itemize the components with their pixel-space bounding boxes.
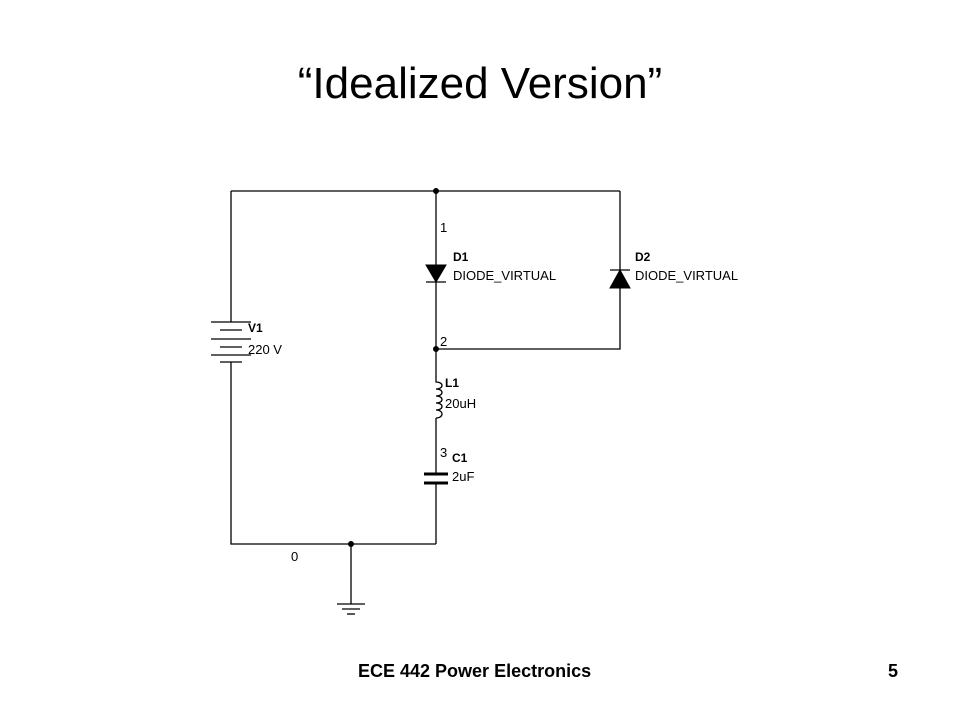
d1-value-label: DIODE_VIRTUAL bbox=[453, 268, 556, 283]
capacitor-c1-symbol bbox=[424, 472, 448, 485]
c1-ref-label: C1 bbox=[452, 451, 468, 465]
l1-value-label: 20uH bbox=[445, 396, 476, 411]
ground-icon bbox=[337, 603, 365, 615]
d2-value-label: DIODE_VIRTUAL bbox=[635, 268, 738, 283]
wires bbox=[230, 190, 621, 604]
wire-bottom-left bbox=[230, 362, 436, 545]
inductor-l1-symbol bbox=[435, 375, 443, 419]
v1-ref-label: V1 bbox=[248, 321, 263, 335]
junction-node-2 bbox=[433, 346, 439, 352]
node-label-2: 2 bbox=[440, 334, 447, 349]
d1-ref-label: D1 bbox=[453, 250, 469, 264]
node-label-0: 0 bbox=[291, 549, 298, 564]
page-number: 5 bbox=[888, 661, 899, 681]
l1-ref-label: L1 bbox=[445, 376, 459, 390]
junction-node-1 bbox=[433, 188, 439, 194]
diode-d1-symbol bbox=[425, 264, 447, 283]
node-label-3: 3 bbox=[440, 445, 447, 460]
junction-node-0 bbox=[348, 541, 354, 547]
wire-d2-bottom bbox=[436, 288, 621, 350]
node-label-1: 1 bbox=[440, 220, 447, 235]
d2-ref-label: D2 bbox=[635, 250, 651, 264]
battery-v1-symbol bbox=[211, 321, 251, 363]
slide-title: “Idealized Version” bbox=[297, 59, 663, 108]
footer-course-title: ECE 442 Power Electronics bbox=[358, 661, 592, 681]
c1-value-label: 2uF bbox=[452, 469, 474, 484]
v1-value-label: 220 V bbox=[248, 342, 282, 357]
diode-d2-symbol bbox=[609, 268, 631, 289]
